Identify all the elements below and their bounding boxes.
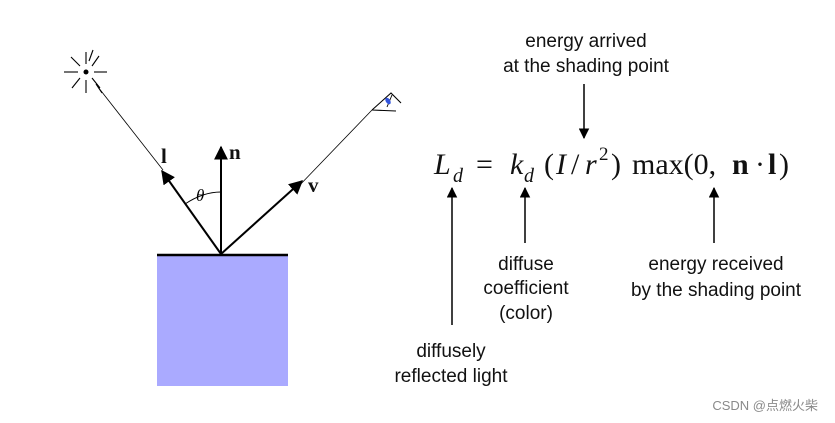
eq-r-exponent: 2 — [599, 144, 609, 165]
theta-arc — [184, 191, 222, 205]
view-ray-line — [295, 109, 373, 190]
view-vector-label: v — [308, 173, 319, 197]
label-energy-arrived: energy arrived at the shading point — [503, 31, 670, 77]
eq-k-subscript: d — [524, 165, 535, 187]
diffuse-equation: L d = k d ( I / r 2 ) max(0, n · l ) — [433, 144, 789, 187]
svg-text:diffuse: diffuse — [498, 254, 554, 275]
svg-text:coefficient: coefficient — [483, 278, 569, 299]
watermark: CSDN @点燃火柴 — [712, 398, 818, 413]
sun-icon — [64, 49, 107, 94]
svg-text:at the shading point: at the shading point — [503, 56, 670, 77]
svg-text:by the shading point: by the shading point — [631, 280, 802, 301]
eq-max: max(0, — [632, 148, 716, 181]
theta-label: θ — [196, 186, 204, 205]
light-vector-arrow — [161, 169, 222, 255]
view-vector-arrow — [220, 180, 304, 255]
eq-lhs-subscript: d — [453, 165, 464, 187]
eq-dot: · — [755, 148, 765, 181]
eq-open-paren: ( — [544, 148, 554, 181]
svg-text:energy arrived: energy arrived — [525, 31, 646, 52]
label-diffusely-reflected: diffusely reflected light — [394, 341, 508, 387]
eq-intensity: I — [555, 148, 568, 181]
eq-equals: = — [476, 148, 493, 181]
label-energy-received: energy received by the shading point — [631, 254, 802, 301]
diffuse-surface — [157, 255, 288, 386]
eq-n-bold: n — [732, 148, 749, 181]
svg-text:diffusely: diffusely — [416, 341, 486, 362]
eq-lhs: L — [433, 148, 451, 181]
eq-k: k — [510, 148, 524, 181]
eq-l-bold: l — [768, 148, 776, 181]
eq-close-paren: ) — [611, 148, 621, 181]
label-diffuse-coefficient: diffuse coefficient (color) — [483, 254, 569, 324]
light-vector-label: l — [161, 144, 167, 168]
light-ray-line — [97, 86, 164, 171]
eye-icon — [371, 92, 402, 112]
svg-text:(color): (color) — [499, 303, 553, 324]
svg-text:reflected light: reflected light — [394, 366, 508, 387]
eq-slash: / — [571, 148, 580, 181]
normal-vector-label: n — [229, 140, 241, 164]
eq-r: r — [585, 148, 597, 181]
eq-end-paren: ) — [779, 148, 789, 181]
svg-text:energy received: energy received — [648, 254, 783, 275]
